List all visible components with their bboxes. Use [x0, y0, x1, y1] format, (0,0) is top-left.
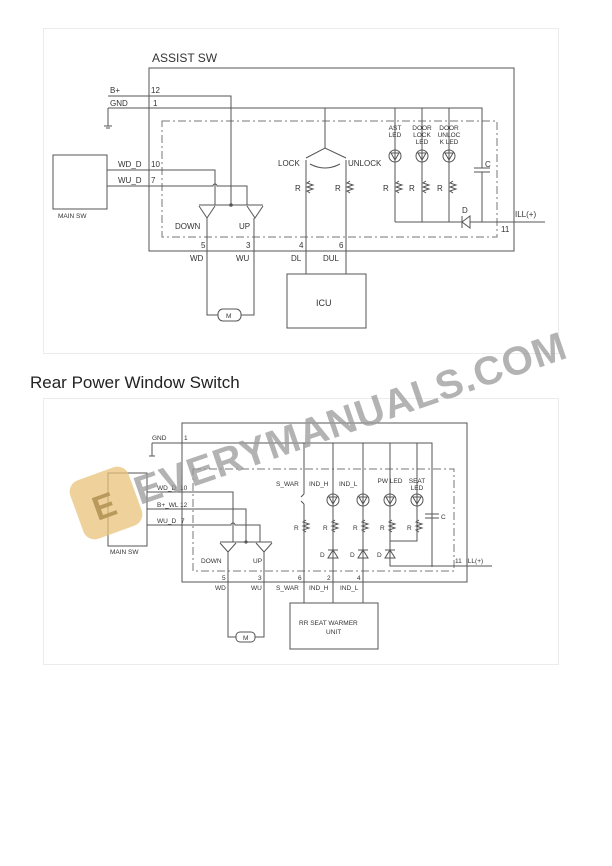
svg-text:WU_D: WU_D	[157, 518, 176, 525]
pin-7: 7	[151, 176, 156, 185]
svg-text:D: D	[350, 552, 355, 559]
assist-sw-title: ASSIST SW	[152, 51, 218, 65]
svg-text:2: 2	[327, 575, 331, 582]
wu-d-label: WU_D	[118, 176, 142, 185]
ill-label: ILL(+)	[515, 210, 536, 219]
svg-text:WD_D: WD_D	[157, 485, 176, 492]
pw-led-label: PW LED	[377, 478, 403, 485]
svg-text:IND_L: IND_L	[339, 481, 358, 488]
svg-text:ILL(+): ILL(+)	[466, 558, 483, 565]
svg-text:UP: UP	[253, 558, 262, 565]
pin-11: 11	[501, 225, 510, 234]
svg-text:12: 12	[180, 502, 188, 509]
svg-text:D: D	[320, 552, 325, 559]
svg-text:DUL: DUL	[323, 254, 340, 263]
svg-text:R: R	[437, 184, 443, 193]
svg-text:C: C	[441, 514, 446, 521]
lock-label: LOCK	[278, 159, 300, 168]
svg-text:R: R	[323, 525, 328, 532]
capacitor-icon	[425, 513, 439, 519]
watermark: E EVERYMANUALS.COM	[69, 324, 573, 540]
svg-text:WD: WD	[190, 254, 204, 263]
diode-icon	[461, 215, 471, 229]
svg-text:S_WAR: S_WAR	[276, 585, 299, 592]
svg-text:R: R	[409, 184, 415, 193]
svg-text:IND_H: IND_H	[309, 481, 329, 488]
seat-warmer-unit-label: RR SEAT WARMER	[299, 620, 358, 627]
svg-text:MAIN SW: MAIN SW	[110, 549, 139, 556]
svg-text:M: M	[226, 313, 231, 320]
rear-window-panel	[43, 398, 559, 665]
svg-text:11: 11	[455, 558, 462, 565]
assist-sw-panel	[43, 28, 559, 354]
gnd-label: GND	[110, 99, 128, 108]
unlock-label: UNLOCK	[348, 159, 382, 168]
svg-text:B+_WL: B+_WL	[157, 502, 179, 509]
svg-text:1: 1	[184, 435, 188, 442]
icu-label: ICU	[316, 298, 332, 308]
motor-icon	[235, 631, 256, 643]
svg-text:R: R	[407, 525, 412, 532]
svg-text:6: 6	[298, 575, 302, 582]
svg-text:D: D	[462, 206, 468, 215]
pin-1: 1	[153, 99, 158, 108]
svg-text:WU: WU	[251, 585, 262, 592]
svg-text:5: 5	[222, 575, 226, 582]
svg-text:UNIT: UNIT	[326, 629, 341, 636]
svg-text:R: R	[380, 525, 385, 532]
svg-text:3: 3	[246, 241, 251, 250]
svg-text:R: R	[353, 525, 358, 532]
svg-text:S_WAR: S_WAR	[276, 481, 299, 488]
watermark-logo-icon	[69, 466, 143, 540]
svg-text:7: 7	[181, 518, 185, 525]
section-title: Rear Power Window Switch	[30, 373, 240, 392]
svg-text:D: D	[377, 552, 382, 559]
svg-text:R: R	[335, 184, 341, 193]
svg-text:DL: DL	[291, 254, 302, 263]
svg-text:WD: WD	[215, 585, 226, 592]
svg-text:IND_L: IND_L	[340, 585, 359, 592]
capacitor-icon	[474, 167, 490, 222]
svg-text:5: 5	[201, 241, 206, 250]
seat-warmer-switch-icon	[300, 493, 305, 505]
svg-text:R: R	[383, 184, 389, 193]
seat-led-label: SEAT LED	[408, 478, 426, 492]
motor-icon	[217, 308, 242, 322]
svg-text:M: M	[243, 635, 248, 642]
svg-text:GND: GND	[152, 435, 167, 442]
svg-text:6: 6	[339, 241, 344, 250]
pin-10: 10	[151, 160, 160, 169]
led-label-ast: AST LED	[388, 125, 402, 139]
wd-d-label: WD_D	[118, 160, 142, 169]
svg-text:WU: WU	[236, 254, 250, 263]
down-switch-label: DOWN	[175, 222, 201, 231]
pin-12: 12	[151, 86, 160, 95]
up-switch-label: UP	[239, 222, 250, 231]
svg-text:4: 4	[299, 241, 304, 250]
svg-text:3: 3	[258, 575, 262, 582]
svg-text:4: 4	[357, 575, 361, 582]
svg-text:R: R	[295, 184, 301, 193]
b-plus-label: B+	[110, 86, 120, 95]
svg-text:10: 10	[180, 485, 188, 492]
assist-sw-diagram: ASSIST SW B+ 12 GND 1 MAIN SW WD_D 10 WU…	[52, 51, 545, 329]
main-sw-label: MAIN SW	[58, 213, 87, 220]
led-label-door-lock: DOOR LOCK LED	[412, 125, 432, 146]
diode-icon	[327, 549, 396, 559]
led-label-door-unlock: DOOR UNLOCK LED	[437, 125, 461, 146]
svg-text:C: C	[485, 160, 491, 169]
svg-text:IND_H: IND_H	[309, 585, 329, 592]
svg-text:DOWN: DOWN	[201, 558, 222, 565]
svg-text:R: R	[294, 525, 299, 532]
